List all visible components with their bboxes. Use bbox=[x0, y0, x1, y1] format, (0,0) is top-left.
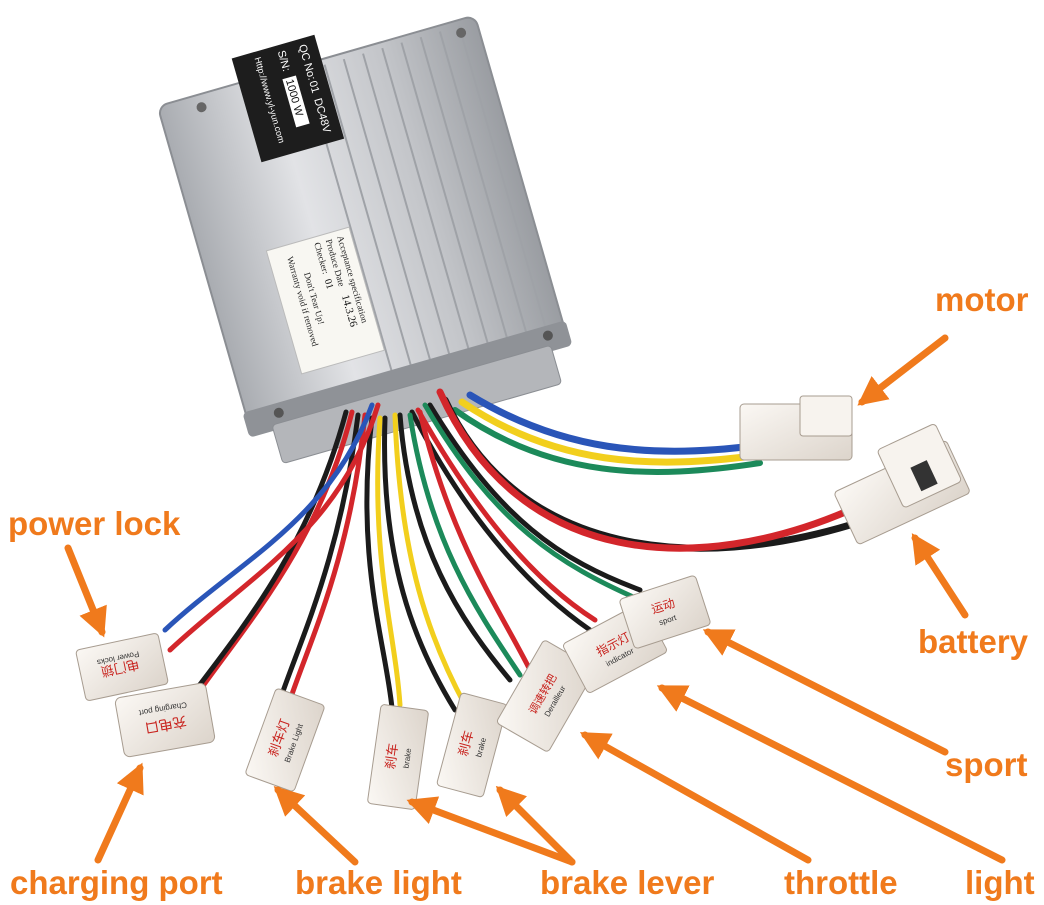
label-throttle: throttle bbox=[784, 864, 898, 901]
annotation-arrows bbox=[64, 334, 1006, 866]
qc-value: 01 bbox=[306, 80, 321, 95]
arrow-throttle bbox=[579, 731, 812, 864]
arrow-battery bbox=[911, 533, 969, 619]
arrow-power-lock bbox=[64, 544, 107, 638]
arrow-light bbox=[656, 684, 1006, 864]
connector-charging: 充电口 Charging port bbox=[114, 682, 216, 758]
wire-bundle bbox=[162, 388, 854, 713]
label-battery: battery bbox=[918, 623, 1029, 660]
label-light: light bbox=[965, 864, 1035, 901]
svg-text:brake: brake bbox=[402, 747, 414, 769]
connector-derailleur: 调速转把 Derailleur bbox=[496, 640, 596, 752]
battery-connector bbox=[834, 424, 970, 545]
connector-brake-left: 刹车 brake bbox=[367, 704, 429, 810]
sn-label: S/N: bbox=[275, 49, 292, 73]
label-brake-lever: brake lever bbox=[540, 864, 715, 901]
connector-brake-right: 刹车 brake bbox=[436, 692, 508, 798]
motor-connector bbox=[739, 395, 853, 461]
svg-text:电门锁: 电门锁 bbox=[99, 656, 140, 680]
label-brake-light: brake light bbox=[295, 864, 462, 901]
svg-text:刹车: 刹车 bbox=[382, 742, 401, 770]
label-motor: motor bbox=[935, 281, 1029, 318]
sticker-checker: 01 bbox=[322, 278, 335, 291]
svg-text:充电口: 充电口 bbox=[144, 712, 188, 735]
arrow-charging bbox=[94, 762, 144, 864]
arrow-brake-lever-right bbox=[495, 785, 576, 866]
arrow-motor bbox=[857, 334, 949, 406]
arrow-sport bbox=[702, 628, 949, 756]
controller-housing: QC No: 01 DC48V S/N: 1000 W Http://www.y… bbox=[158, 16, 572, 464]
label-sport: sport bbox=[945, 746, 1028, 783]
arrow-brake-lever-left bbox=[406, 796, 576, 866]
arrow-brake-light bbox=[273, 785, 359, 866]
svg-text:刹车: 刹车 bbox=[455, 729, 477, 758]
connector-power-lock: 电门锁 Power locks bbox=[75, 633, 169, 701]
connector-brake-light: 刹车灯 Brake Light bbox=[245, 688, 325, 792]
label-power-lock: power lock bbox=[8, 505, 181, 542]
label-charging-port: charging port bbox=[10, 864, 223, 901]
connector-sport: 运动 sport bbox=[619, 575, 711, 649]
